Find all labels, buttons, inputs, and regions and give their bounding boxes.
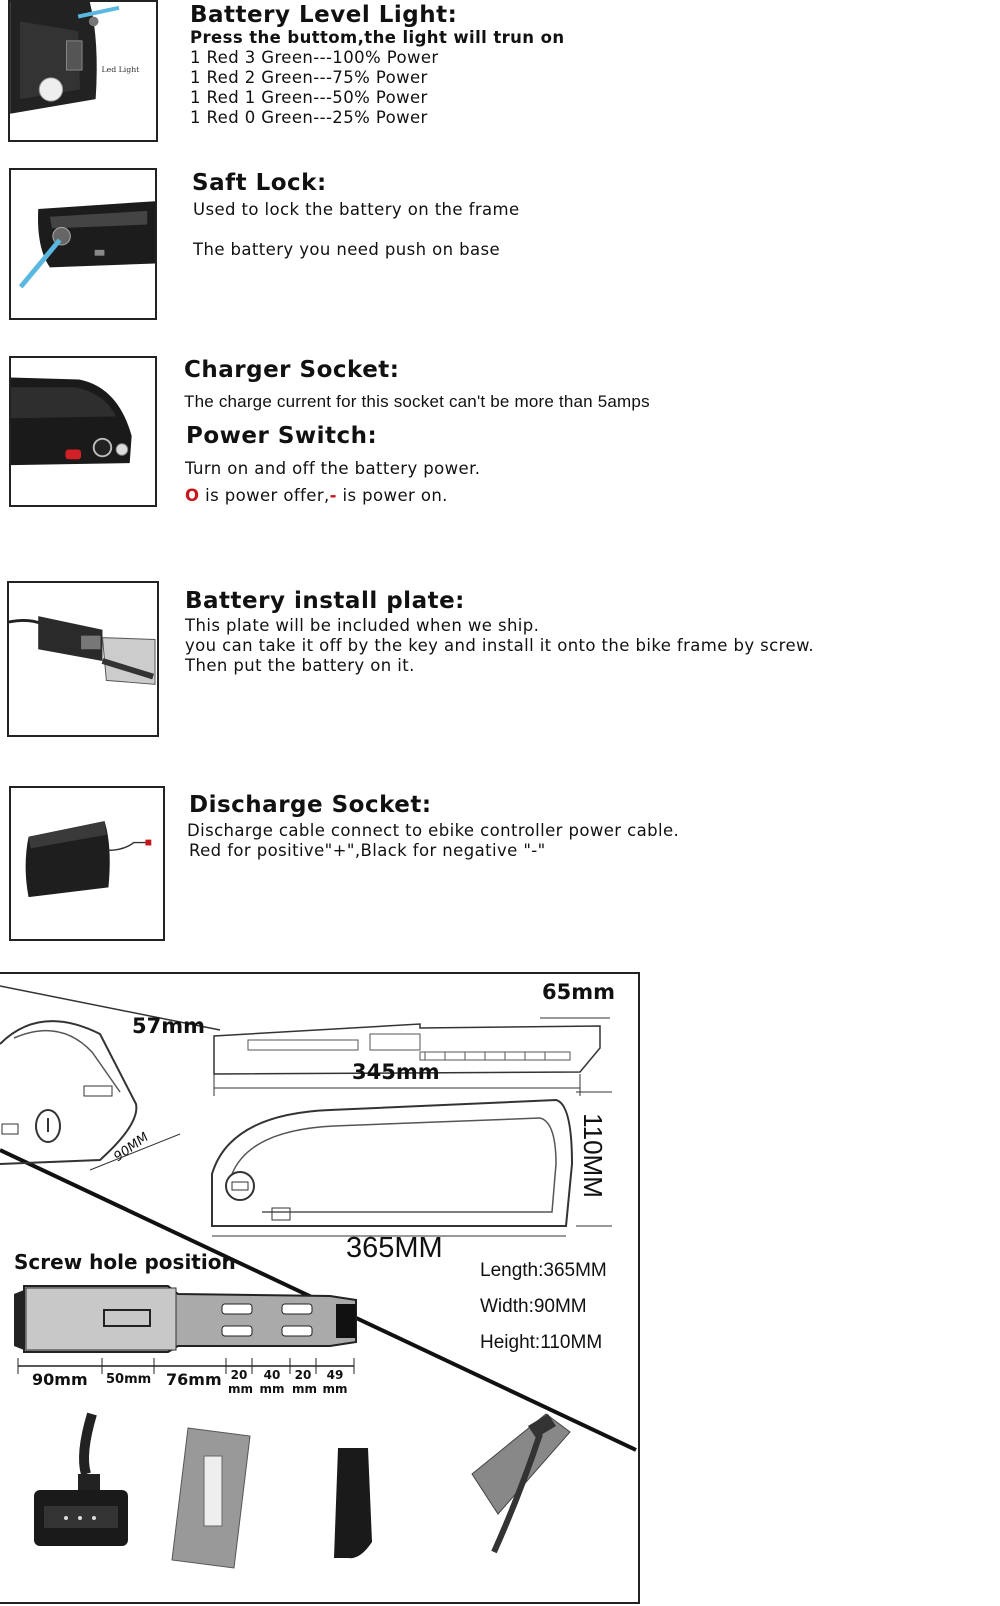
screw-dim-50mm: 50mm: [106, 1372, 152, 1387]
led-light-label: Led Light: [101, 65, 140, 74]
screw-dim-20b-value: 20: [294, 1368, 312, 1382]
screw-dim-76mm: 76mm: [166, 1370, 222, 1389]
screw-hole-title: Screw hole position: [14, 1250, 236, 1274]
charger-socket-line-1: The charge current for this socket can't…: [184, 392, 650, 411]
screw-dim-49-unit: mm: [322, 1382, 348, 1396]
install-plate-line-2: you can take it off by the key and insta…: [185, 636, 815, 655]
dim-65mm: 65mm: [542, 980, 615, 1004]
screw-dim-20a-value: 20: [230, 1368, 248, 1382]
discharge-socket-heading: Discharge Socket:: [189, 792, 432, 818]
power-switch-line-1: Turn on and off the battery power.: [185, 459, 481, 478]
power-switch-line-2: O is power offer,- is power on.: [185, 486, 448, 505]
spec-length: Length:365MM: [480, 1260, 607, 1281]
power-on-text: is power on.: [336, 486, 448, 505]
power-off-symbol: O: [185, 486, 200, 505]
discharge-socket-line-2: Red for positive"+",Black for negative "…: [189, 841, 546, 860]
spec-width: Width:90MM: [480, 1296, 587, 1317]
safe-lock-line-1: Used to lock the battery on the frame: [193, 200, 520, 219]
battery-level-line-2: 1 Red 2 Green---75% Power: [190, 68, 428, 87]
discharge-socket-line-1: Discharge cable connect to ebike control…: [187, 821, 680, 840]
dim-345mm: 345mm: [352, 1060, 440, 1084]
install-plate-heading: Battery install plate:: [185, 588, 465, 614]
dim-57mm: 57mm: [132, 1014, 205, 1038]
safe-lock-heading: Saft Lock:: [192, 170, 327, 196]
install-plate-image: [7, 581, 159, 737]
screw-dim-20a-unit: mm: [228, 1382, 254, 1396]
dimension-diagram-panel: 65mm 57mm 345mm 110MM 90MM 365MM Screw h…: [0, 972, 640, 1604]
install-plate-line-3: Then put the battery on it.: [185, 656, 415, 675]
battery-level-image: Led Light: [8, 0, 158, 142]
battery-level-line-3: 1 Red 1 Green---50% Power: [190, 88, 428, 107]
power-off-text: is power offer,: [199, 486, 330, 505]
screw-dim-20b-unit: mm: [292, 1382, 318, 1396]
install-plate-line-1: This plate will be included when we ship…: [185, 616, 540, 635]
battery-level-heading: Battery Level Light:: [190, 2, 458, 28]
discharge-socket-image: [9, 786, 165, 941]
battery-level-subheading: Press the buttom,the light will trun on: [190, 28, 565, 47]
screw-dim-40-unit: mm: [259, 1382, 285, 1396]
charger-socket-heading: Charger Socket:: [184, 357, 400, 383]
screw-dim-90mm: 90mm: [32, 1370, 88, 1389]
screw-dim-49-value: 49: [326, 1368, 344, 1382]
dimension-diagram: [0, 985, 637, 1569]
power-switch-heading: Power Switch:: [186, 423, 378, 449]
charger-socket-image: [9, 356, 157, 507]
safe-lock-line-2: The battery you need push on base: [193, 240, 501, 259]
battery-level-line-4: 1 Red 0 Green---25% Power: [190, 108, 428, 127]
screw-dim-40-value: 40: [263, 1368, 281, 1382]
safe-lock-image: [9, 168, 157, 320]
dim-110mm: 110MM: [577, 1113, 608, 1198]
power-on-symbol: -: [329, 486, 337, 505]
dim-365mm: 365MM: [346, 1232, 443, 1264]
battery-level-line-1: 1 Red 3 Green---100% Power: [190, 48, 439, 67]
spec-height: Height:110MM: [480, 1332, 603, 1353]
